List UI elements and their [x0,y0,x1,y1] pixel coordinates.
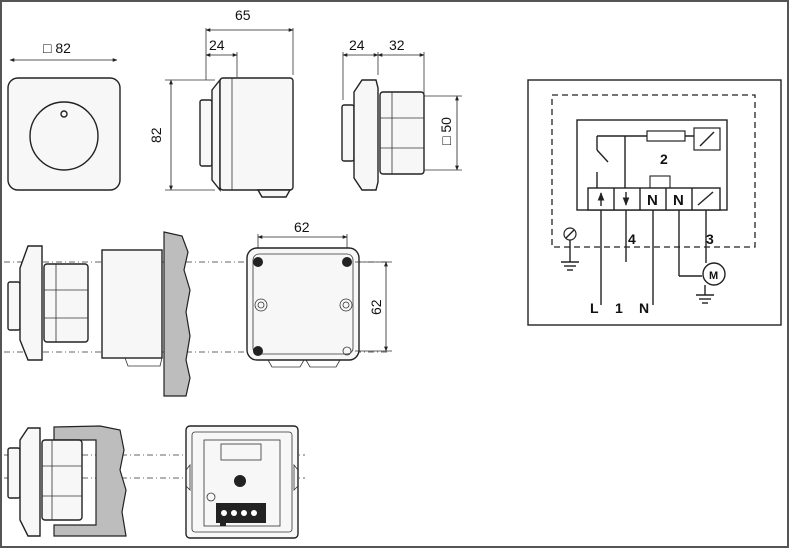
enclosure-boundary [551,94,756,248]
side-depth-label: 65 [235,7,251,23]
wall-section [163,231,191,397]
supply-l-label: L [590,300,599,316]
output-3-label: 3 [706,231,714,247]
view2-depth-label: 32 [389,37,405,53]
output-4-label: 4 [628,231,636,247]
control-knob [29,101,99,171]
knob-marker [60,110,68,118]
terminal-block [587,187,721,211]
terminal-n1-label: N [647,192,658,209]
front-view: □ 82 [7,40,121,191]
mounting-base [379,91,425,175]
view2-offset-label: 24 [349,37,365,53]
heating-resistor [646,130,686,142]
box-width-label: 62 [294,219,310,235]
side-offset-label: 24 [209,37,225,53]
thermostat-front-plate [7,77,121,191]
motor-label: M [709,270,718,282]
supply-1-label: 1 [615,300,623,316]
wall-box [101,249,163,359]
box-height-label: 62 [368,299,384,315]
wall-mount-view [4,231,390,397]
side-view-2: 24 32 □ 50 [341,37,462,191]
junction-box [246,247,360,361]
side-view: 65 24 82 [148,7,294,198]
motor-symbol [702,262,726,286]
box-front-view: 62 62 [246,219,392,368]
wiring-diagram: 2 N N 4 3 M L 1 N [527,79,782,326]
front-width-label: □ 82 [43,40,71,56]
side-height-label: 82 [148,127,164,143]
thermostat-body-side [219,77,294,191]
flush-mount-view [4,425,305,539]
wall-section-bottom [53,425,127,537]
supply-n-label: N [639,300,649,316]
sensor-label: 2 [660,151,668,167]
view2-square-label: □ 50 [438,117,454,145]
terminal-n2-label: N [673,192,684,209]
